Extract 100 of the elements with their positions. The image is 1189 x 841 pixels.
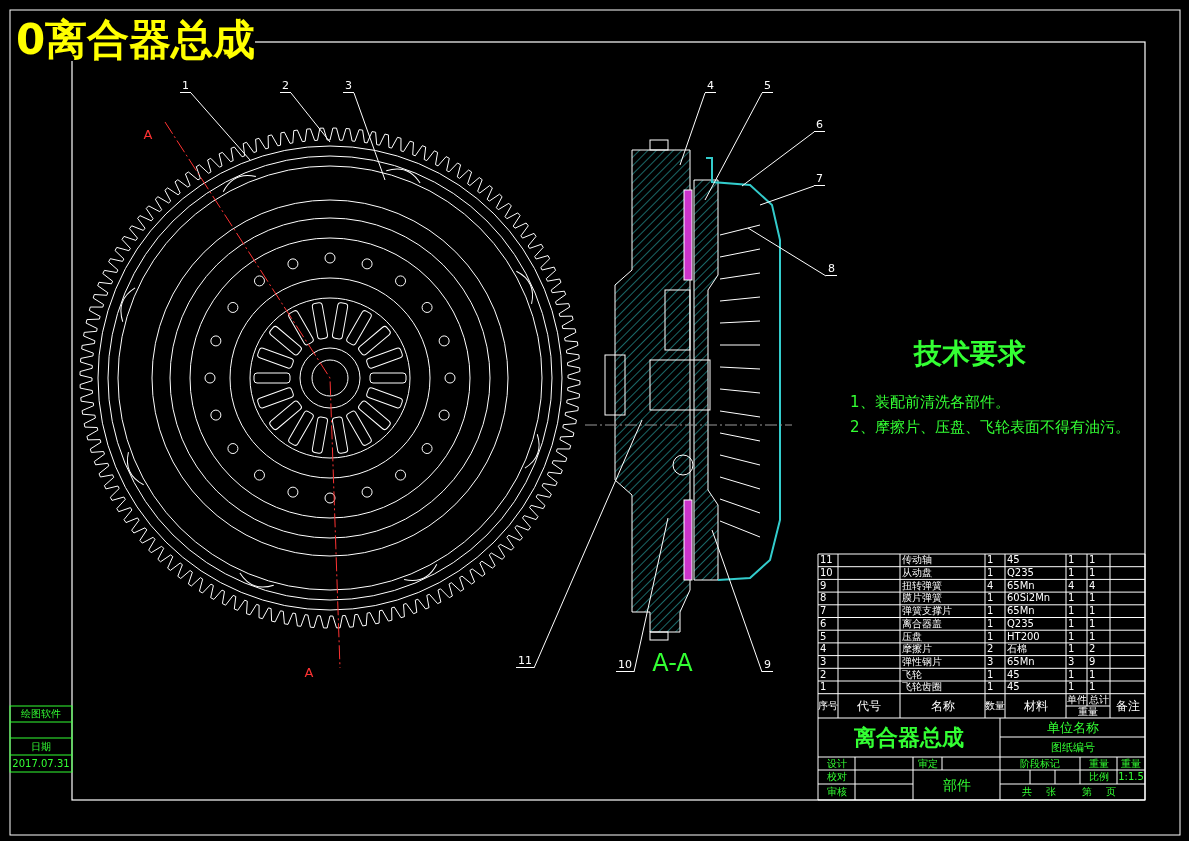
title-block-text: 图纸编号 (1050, 741, 1095, 753)
section-view-label: A-A (652, 651, 693, 675)
leader-line (759, 185, 815, 206)
unit-mass: 1 (1068, 669, 1075, 680)
quantity: 1 (987, 555, 994, 566)
quantity: 1 (987, 618, 994, 629)
column-header: 总计 (1088, 695, 1109, 705)
requirement-note: 1、装配前清洗各部件。 (850, 394, 1010, 410)
callout-number: 9 (762, 657, 773, 672)
title-block-text: 重量 (1121, 758, 1141, 769)
material: 45 (1007, 555, 1020, 566)
unit-mass: 3 (1068, 656, 1075, 667)
quantity: 1 (987, 606, 994, 617)
title-block-text: 单位名称 (1046, 721, 1099, 734)
unit-mass: 4 (1068, 580, 1075, 591)
title-block-text: 张 (1046, 787, 1056, 797)
material: Q235 (1007, 618, 1034, 629)
total-mass: 9 (1089, 656, 1096, 667)
callout-number: 11 (516, 653, 534, 668)
title-block-text: 重量 (1088, 758, 1109, 769)
part-name: 弹性钢片 (902, 656, 942, 667)
callout-number: 1 (180, 78, 191, 93)
total-mass: 1 (1089, 593, 1096, 604)
requirement-note: 2、摩擦片、压盘、飞轮表面不得有油污。 (850, 419, 1130, 435)
column-header: 重量 (1078, 707, 1098, 717)
total-mass: 1 (1089, 669, 1096, 680)
column-header: 材料 (1023, 700, 1048, 712)
info-text: 绘图软件 (21, 709, 61, 719)
part-number: 3 (820, 656, 827, 667)
callout-number: 10 (616, 657, 634, 672)
section-mark: A (143, 127, 153, 141)
part-name: 从动盘 (902, 568, 932, 579)
part-number: 8 (820, 593, 827, 604)
callout-number: 8 (826, 261, 837, 276)
title-block-text: 审定 (917, 758, 938, 769)
total-mass: 1 (1089, 682, 1096, 693)
scale-value: 1:1.5 (1118, 772, 1144, 782)
unit-mass: 1 (1068, 631, 1075, 642)
column-header: 名称 (930, 700, 955, 712)
material: 65Mn (1007, 656, 1035, 667)
leader-line (353, 92, 386, 181)
quantity: 3 (987, 656, 994, 667)
callout-number: 7 (814, 171, 825, 186)
column-header: 单件 (1066, 695, 1087, 705)
leader-line (190, 92, 251, 161)
drawing-name: 离合器总成 (854, 726, 964, 749)
part-name: 压盘 (902, 631, 922, 642)
title-block-text: 设计 (826, 758, 847, 769)
part-number: 2 (820, 669, 827, 680)
column-header: 序号 (818, 701, 838, 711)
quantity: 2 (987, 644, 994, 655)
material: 65Mn (1007, 580, 1035, 591)
unit-mass: 1 (1068, 555, 1075, 566)
leader-line (533, 419, 643, 669)
total-mass: 2 (1089, 644, 1096, 655)
leader-line (704, 92, 763, 201)
title-block-text: 比例 (1088, 772, 1109, 782)
total-mass: 1 (1089, 568, 1096, 579)
info-text: 日期 (31, 741, 51, 752)
column-header: 备注 (1115, 700, 1140, 712)
part-number: 10 (820, 568, 833, 579)
part-name: 飞轮齿圈 (902, 682, 942, 693)
callout-number: 2 (280, 78, 291, 93)
material: 45 (1007, 669, 1020, 680)
leader-line (633, 517, 669, 673)
part-number: 7 (820, 606, 827, 617)
part-number: 9 (820, 580, 827, 591)
part-name: 飞轮 (902, 669, 922, 680)
part-name: 膜片弹簧 (902, 593, 942, 604)
material: 石棉 (1007, 644, 1027, 655)
part-number: 1 (820, 682, 827, 693)
material: Q235 (1007, 568, 1034, 579)
unit-mass: 1 (1068, 568, 1075, 579)
total-mass: 1 (1089, 618, 1096, 629)
unit-mass: 1 (1068, 618, 1075, 629)
unit-mass: 1 (1068, 682, 1075, 693)
part-number: 4 (820, 644, 827, 655)
title-block-text: 阶段标记 (1020, 758, 1060, 769)
material: 65Mn (1007, 606, 1035, 617)
callout-number: 6 (814, 117, 825, 132)
callout-number: 4 (705, 78, 716, 93)
drawing-title: 0离合器总成 (16, 19, 256, 61)
part-number: 6 (820, 618, 827, 629)
leader-line (290, 92, 331, 143)
total-mass: 1 (1089, 631, 1096, 642)
callout-number: 5 (762, 78, 773, 93)
part-name: 扭转弹簧 (902, 580, 942, 591)
unit-mass: 1 (1068, 644, 1075, 655)
total-mass: 1 (1089, 555, 1096, 566)
leader-line (711, 529, 763, 673)
section-mark: A (304, 665, 314, 679)
quantity: 4 (987, 580, 994, 591)
date-value: 2017.07.31 (12, 758, 70, 769)
quantity: 1 (987, 682, 994, 693)
quantity: 1 (987, 669, 994, 680)
callout-number: 3 (343, 78, 354, 93)
part-number: 11 (820, 555, 833, 566)
title-block-text: 第 (1082, 787, 1092, 797)
column-header: 代号 (857, 700, 881, 712)
requirements-heading: 技术要求 (914, 339, 1026, 368)
